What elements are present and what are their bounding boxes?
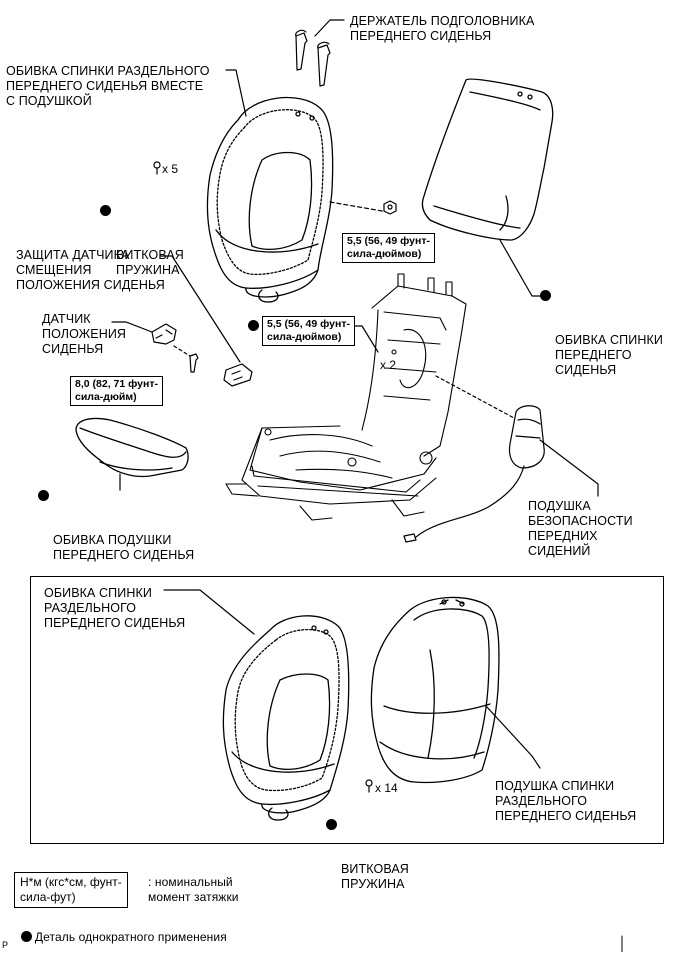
coil-spring-bottom-text: ВИТКОВАЯ ПРУЖИНА	[341, 862, 409, 891]
single-use-dot-icon	[326, 819, 337, 830]
headrest-holder-pair	[295, 29, 331, 87]
dashed-leader	[435, 375, 515, 419]
leader-line	[159, 255, 241, 363]
leader-line	[225, 69, 247, 117]
seatback-cover-lower	[222, 615, 350, 821]
label-headrest-holder: ДЕРЖАТЕЛЬ ПОДГОЛОВНИКА ПЕРЕДНЕГО СИДЕНЬЯ	[350, 14, 535, 43]
torque-box-sensor: 8,0 (82, 71 фунт- сила-дюйм)	[70, 376, 163, 406]
coil-spring-top-text: ВИТКОВАЯ ПРУЖИНА	[116, 248, 184, 277]
spring-count-bottom: x 14	[375, 781, 398, 795]
label-airbag: ПОДУШКА БЕЗОПАСНОСТИ ПЕРЕДНИХ СИДЕНИЙ	[528, 499, 633, 558]
single-use-dot-icon	[248, 320, 259, 331]
leader-line	[314, 19, 345, 37]
dashed-leader	[329, 201, 389, 213]
parts-detail-frame	[30, 576, 664, 844]
legend-single-use-text: Деталь однократного применения	[34, 930, 227, 944]
side-airbag	[403, 405, 545, 543]
hog-ring-icon	[153, 161, 161, 175]
spring-count-top: x 5	[162, 162, 179, 176]
single-use-dot-icon	[38, 490, 49, 501]
legend-unit-text: : номинальный момент затяжки	[148, 875, 239, 904]
label-coil-spring-bottom: ВИТКОВАЯ ПРУЖИНА	[326, 817, 409, 907]
leader-line	[485, 705, 541, 769]
label-position-sensor: ДАТЧИК ПОЛОЖЕНИЯ СИДЕНЬЯ	[42, 312, 127, 356]
position-sensor	[151, 323, 177, 345]
hog-ring-icon	[365, 779, 373, 793]
legend-single-use: Деталь однократного применения	[14, 915, 227, 945]
seatback-nut	[383, 200, 397, 215]
seat-frame-assembly	[225, 273, 467, 521]
leader-line	[539, 439, 599, 497]
torque-box-frame: 5,5 (56, 49 фунт- сила-дюймов)	[262, 316, 355, 346]
frame-bolt-count: x 2	[380, 358, 397, 372]
seatback-cover-with-pad	[206, 96, 334, 303]
seatback-cover-right	[421, 78, 554, 241]
single-use-dot-icon	[540, 290, 551, 301]
seat-cushion-cover	[75, 417, 189, 478]
sensor-protector	[223, 363, 253, 387]
label-coil-spring-top: ВИТКОВАЯ ПРУЖИНА	[100, 203, 184, 293]
leader-line	[111, 321, 153, 333]
label-back-cover-with-pad: ОБИВКА СПИНКИ РАЗДЕЛЬНОГО ПЕРЕДНЕГО СИДЕ…	[6, 64, 210, 108]
label-sensor-protector: ЗАЩИТА ДАТЧИКА СМЕЩЕНИЯ ПОЛОЖЕНИЯ СИДЕНЬ…	[16, 248, 165, 292]
label-back-cover-lower: ОБИВКА СПИНКИ РАЗДЕЛЬНОГО ПЕРЕДНЕГО СИДЕ…	[44, 586, 186, 630]
seatback-pad	[370, 596, 500, 784]
label-back-cover-right: ОБИВКА СПИНКИ ПЕРЕДНЕГО СИДЕНЬЯ	[540, 288, 663, 393]
label-back-pad: ПОДУШКА СПИНКИ РАЗДЕЛЬНОГО ПЕРЕДНЕГО СИД…	[495, 779, 637, 823]
back-cover-right-text: ОБИВКА СПИНКИ ПЕРЕДНЕГО СИДЕНЬЯ	[555, 333, 663, 377]
cushion-cover-text: ОБИВКА ПОДУШКИ ПЕРЕДНЕГО СИДЕНЬЯ	[53, 533, 195, 562]
single-use-dot-icon	[20, 931, 32, 942]
dashed-leader	[173, 345, 191, 357]
single-use-dot-icon	[100, 205, 111, 216]
torque-box-nut: 5,5 (56, 49 фунт- сила-дюймов)	[342, 233, 435, 263]
leader-line	[499, 239, 541, 297]
torque-frame-group: 5,5 (56, 49 фунт- сила-дюймов)	[248, 316, 355, 346]
sensor-bolt	[189, 353, 199, 373]
leader-line	[163, 589, 255, 635]
label-cushion-cover: ОБИВКА ПОДУШКИ ПЕРЕДНЕГО СИДЕНЬЯ	[38, 488, 194, 578]
legend-unit-box: Н*м (кгс*см, фунт- сила-фут)	[14, 872, 128, 908]
page-marker: P	[2, 940, 9, 950]
